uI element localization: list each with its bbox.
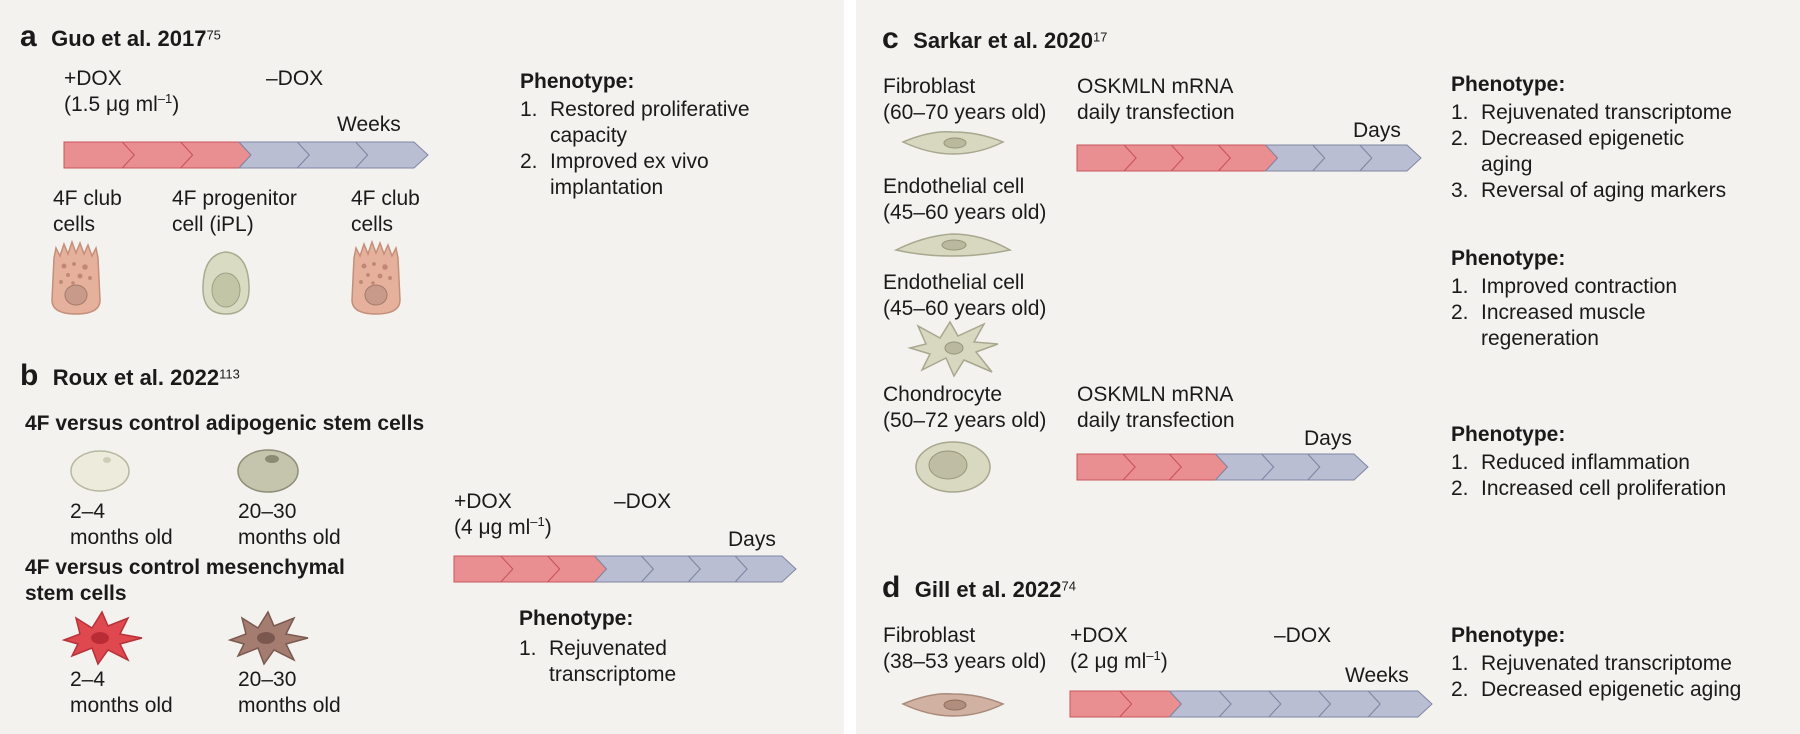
panel-c-cell2-label: Endothelial cell(45–60 years old) <box>883 175 1047 224</box>
timeline-segment-dox-on <box>63 141 136 169</box>
phenotype-title: Phenotype: <box>1451 423 1566 446</box>
panel-d-title: Gill et al. 2022 <box>914 577 1062 602</box>
panel-c-cell3-label: Endothelial cell(45–60 years old) <box>883 271 1047 320</box>
panel-d-dox-off: –DOX <box>1274 624 1332 647</box>
timeline-segment-dox-on <box>1069 690 1133 718</box>
phenotype-title: Phenotype: <box>1451 247 1566 270</box>
panel-d-time-unit: Weeks <box>1345 664 1409 687</box>
chondrocyte-cell-icon <box>915 441 991 493</box>
panel-c-cell1-label: Fibroblast(60–70 years old) <box>883 75 1047 124</box>
panel-a-dox-on-conc: (1.5 μg ml–1) <box>64 91 180 116</box>
panel-c-time-unit: Days <box>1304 427 1352 450</box>
phenotype-item: 1.Reduced inflammation <box>1451 451 1690 474</box>
panel-c-title: Sarkar et al. 2020 <box>913 28 1093 53</box>
panel-a-timeline-arrow <box>63 141 429 169</box>
panel-d-header: d Gill et al. 202274 <box>882 573 1076 603</box>
young-adipogenic-cell-icon <box>70 450 130 492</box>
phenotype-item: 1.Improved contraction <box>1451 275 1678 298</box>
panel-a-dox-on: +DOX <box>64 67 122 90</box>
club-cell-icon <box>51 239 101 315</box>
phenotype-item: 3.Reversal of aging markers <box>1451 179 1727 202</box>
panel-d-timeline-arrow <box>1069 690 1433 718</box>
panel-d-letter: d <box>882 571 901 604</box>
panel-c-ref: 17 <box>1092 29 1108 45</box>
club-cell-icon <box>351 239 401 315</box>
panel-c-header: c Sarkar et al. 202017 <box>882 24 1107 54</box>
panel-c-timeline-arrow-2 <box>1076 453 1369 481</box>
panel-b-time-unit: Days <box>728 528 776 551</box>
phenotype-title: Phenotype: <box>520 70 635 93</box>
phenotype-title: Phenotype: <box>519 607 634 630</box>
panel-b-dox-off: –DOX <box>614 490 672 513</box>
panel-b-letter: b <box>20 359 39 392</box>
timeline-segment-dox-off <box>1367 690 1433 718</box>
panel-a-ref: 75 <box>206 27 221 43</box>
panel-c-phenotype-3: Phenotype: 1.Reduced inflammation 2.Incr… <box>1451 422 1726 502</box>
fibroblast-cell-icon <box>901 130 1005 155</box>
panel-b-header: b Roux et al. 2022113 <box>20 361 240 391</box>
old-mesenchymal-cell-icon <box>227 610 309 666</box>
panel-d-phenotype: Phenotype: 1.Rejuvenated transcriptome 2… <box>1451 623 1741 703</box>
fibroblast-cell-icon <box>901 692 1005 717</box>
panel-a-header: a Guo et al. 201775 <box>20 22 221 52</box>
muscle-cell-icon <box>907 320 999 378</box>
panel-c-cell4-label: Chondrocyte(50–72 years old) <box>883 383 1047 432</box>
phenotype-title: Phenotype: <box>1451 624 1566 647</box>
endothelial-cell-icon <box>893 233 1013 257</box>
phenotype-item: 1.Rejuvenated transcriptome <box>1451 101 1732 124</box>
panel-c-timeline-arrow-1 <box>1076 144 1422 172</box>
panel-b-group1-label: 4F versus control adipogenic stem cells <box>25 412 425 435</box>
panel-d-dox-on-conc: (2 μg ml–1) <box>1070 648 1168 673</box>
timeline-segment-dox-off <box>734 555 797 583</box>
phenotype-item: 2.Decreased epigenetic aging <box>1451 678 1742 701</box>
timeline-segment-dox-off <box>1306 453 1369 481</box>
panel-c-phenotype-1: Phenotype: 1.Rejuvenated transcriptome 2… <box>1451 72 1732 204</box>
phenotype-item: 1.Rejuvenated transcriptome <box>1451 652 1732 675</box>
panel-a-title: Guo et al. 2017 <box>51 26 207 51</box>
panel-b-title: Roux et al. 2022 <box>52 365 220 390</box>
panel-b-dox-on-conc: (4 μg ml–1) <box>454 514 552 539</box>
panel-c-letter: c <box>882 22 899 55</box>
timeline-segment-dox-off <box>1358 144 1422 172</box>
panel-c-time-unit: Days <box>1353 119 1401 142</box>
old-adipogenic-cell-icon <box>237 449 299 493</box>
panel-b-timeline-arrow <box>453 555 797 583</box>
panel-d-cell-label: Fibroblast(38–53 years old) <box>883 624 1047 673</box>
left-panel: a Guo et al. 201775 +DOX (1.5 μg ml–1) –… <box>0 0 844 734</box>
panel-a-time-unit: Weeks <box>337 113 401 136</box>
phenotype-item: 2.Increased cell proliferation <box>1451 477 1727 500</box>
panel-a-dox-off: –DOX <box>266 67 324 90</box>
phenotype-title: Phenotype: <box>1451 73 1566 96</box>
panel-c-phenotype-2: Phenotype: 1.Improved contraction 2.Incr… <box>1451 246 1677 352</box>
panel-b-dox-on: +DOX <box>454 490 512 513</box>
panel-d-dox-on: +DOX <box>1070 624 1128 647</box>
timeline-segment-dox-off <box>354 141 429 169</box>
panel-d-ref: 74 <box>1061 578 1076 594</box>
progenitor-cell-icon <box>202 251 250 315</box>
young-mesenchymal-cell-icon <box>61 610 143 666</box>
panel-a-letter: a <box>20 20 37 53</box>
panel-b-ref: 113 <box>219 366 240 382</box>
right-panel: c Sarkar et al. 202017 Fibroblast(60–70 … <box>856 0 1800 734</box>
